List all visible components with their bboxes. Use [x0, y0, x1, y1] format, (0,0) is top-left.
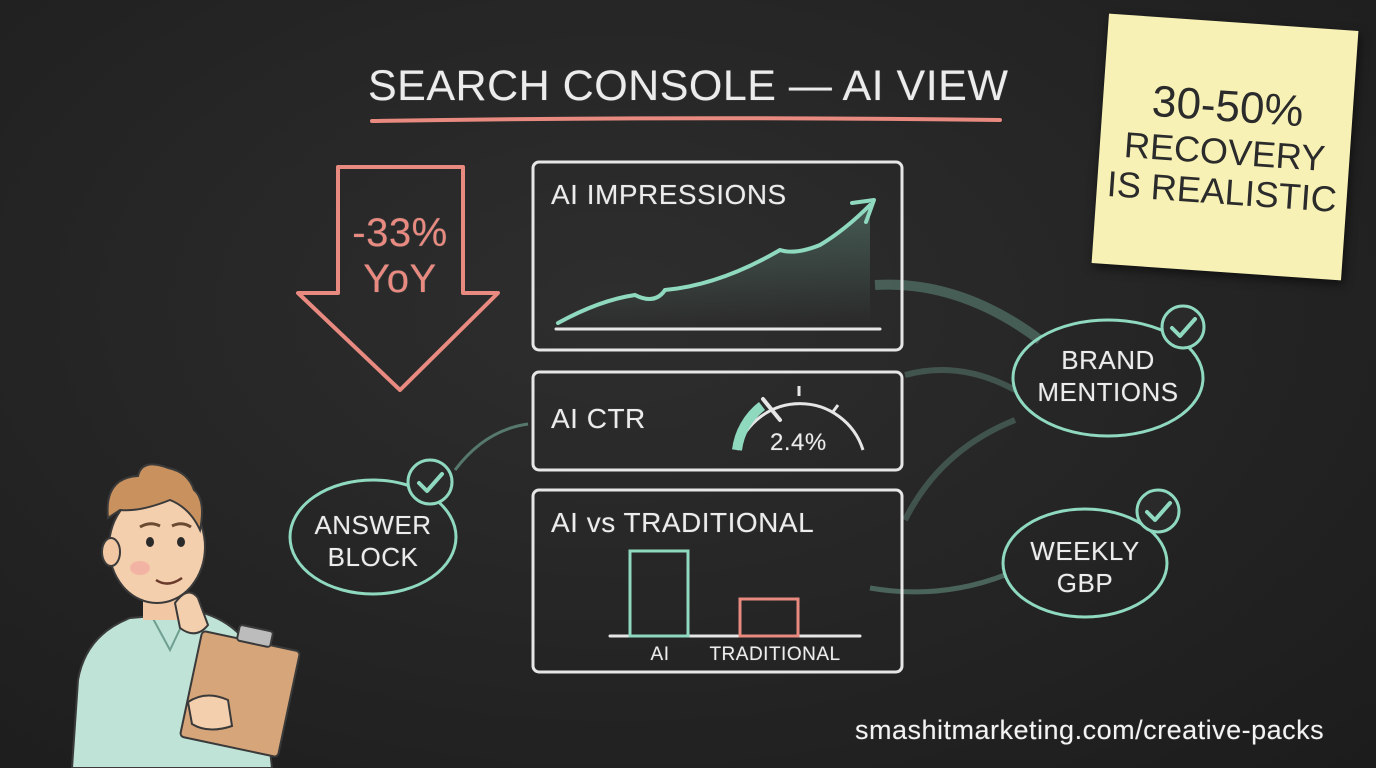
node-weekly-gbp-line: GBP: [1056, 568, 1114, 598]
impressions-line: [556, 203, 872, 325]
decline-arrow: [296, 165, 500, 392]
check-icon: [1160, 304, 1206, 350]
node-answer-block-line: ANSWER: [314, 510, 432, 540]
comparison-category-label: AI: [650, 644, 670, 665]
connector-comparison-to-gbp: [869, 572, 1006, 595]
comparison-bar-traditional: [738, 597, 800, 638]
panel-ai-ctr: [531, 370, 904, 472]
ctr-gauge-value: 2.4%: [770, 429, 827, 456]
ctr-gauge-fill: [732, 402, 766, 451]
node-answer-block-ring: [288, 478, 458, 596]
node-brand-mentions: BRAND MENTIONS: [1018, 344, 1198, 408]
title-underline: [370, 116, 1002, 123]
connector-impressions-to-brand: [874, 279, 1043, 345]
decline-value: -33%: [352, 211, 448, 255]
impressions-arrowhead: [850, 198, 876, 224]
ctr-gauge-needle: [761, 397, 782, 422]
node-brand-mentions-line: BRAND: [1061, 345, 1155, 375]
ctr-gauge-tick: [830, 404, 840, 414]
panel-ai-vs-traditional-label: AI vs TRADITIONAL: [551, 507, 815, 538]
page-title: SEARCH CONSOLE — AI VIEW: [368, 62, 1009, 110]
comparison-bars: [628, 549, 800, 638]
panel-ai-vs-traditional: [531, 488, 904, 674]
sticky-note-text: 30-50% RECOVERY IS REALISTIC: [1096, 73, 1354, 220]
node-answer-block: ANSWER BLOCK: [293, 509, 453, 573]
node-brand-mentions-line: MENTIONS: [1037, 377, 1179, 407]
node-weekly-gbp-line: WEEKLY: [1030, 536, 1140, 566]
thinking-character-illustration: [70, 463, 301, 768]
panel-ai-impressions: [531, 160, 904, 352]
check-icon: [1135, 488, 1181, 534]
decline-period: YoY: [363, 257, 437, 301]
impressions-area: [558, 205, 870, 323]
footer-url: smashitmarketing.com/creative-packs: [855, 715, 1325, 745]
check-icon: [406, 458, 454, 506]
connector-comparison-to-brand: [902, 417, 1017, 522]
panel-ai-impressions-label: AI IMPRESSIONS: [551, 179, 787, 210]
node-brand-mentions-ring: [1011, 318, 1205, 438]
node-weekly-gbp: WEEKLY GBP: [1005, 535, 1165, 599]
node-answer-block-line: BLOCK: [327, 542, 419, 572]
connector-answer-block-to-ctr: [453, 422, 529, 471]
connector-ctr-to-brand: [904, 367, 1017, 393]
panel-ai-ctr-label: AI CTR: [551, 403, 646, 434]
sticky-note: 30-50% RECOVERY IS REALISTIC: [1091, 13, 1359, 281]
comparison-bar-ai: [628, 549, 690, 638]
comparison-category-label: TRADITIONAL: [709, 644, 841, 665]
node-weekly-gbp-ring: [1001, 507, 1169, 619]
